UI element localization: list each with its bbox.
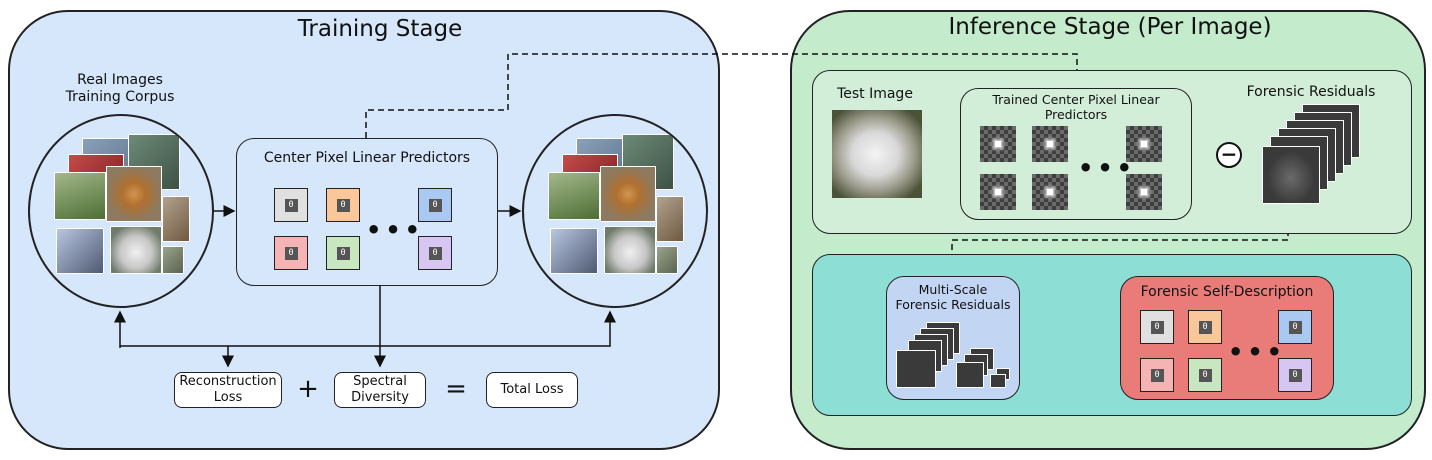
trained-filter-4 <box>980 174 1016 210</box>
reconstruction-loss-box: Reconstruction Loss <box>174 372 282 408</box>
output-photo-heron <box>550 228 598 274</box>
filter-center-pixel: 0 <box>336 246 350 260</box>
output-photo-starfish <box>600 166 656 222</box>
corpus-photo-heron <box>56 228 104 274</box>
ellipsis-dots: ••• <box>366 216 425 244</box>
trained-filter-6 <box>1126 174 1162 210</box>
test-image-label: Test Image <box>837 86 913 102</box>
filter-center-pixel: 0 <box>428 246 442 260</box>
trained-filter-3 <box>1126 126 1162 162</box>
residual-map <box>956 362 984 388</box>
total-loss-box: Total Loss <box>486 372 578 408</box>
output-photo-6 <box>656 246 678 274</box>
filter-center-pixel: 0 <box>1198 368 1212 382</box>
predictors-title: Center Pixel Linear Predictors <box>263 150 471 166</box>
descriptor-filter-green: 0 <box>1188 358 1222 392</box>
predictor-filter-orange: 0 <box>326 188 360 222</box>
inference-stage-title: Inference Stage (Per Image) <box>948 14 1272 40</box>
filter-center-pixel: 0 <box>336 198 350 212</box>
corpus-photo-starfish <box>106 166 162 222</box>
output-photo-dog <box>604 226 656 274</box>
residual-map-front <box>1262 146 1320 204</box>
training-corpus-circle <box>28 114 214 308</box>
residual-map <box>896 350 936 388</box>
filter-center-pixel: 0 <box>1288 368 1302 382</box>
descriptor-filter-pink: 0 <box>1140 358 1174 392</box>
corpus-photo-5 <box>162 196 190 242</box>
predictor-filter-purple: 0 <box>418 236 452 270</box>
filter-center-pixel: 0 <box>428 198 442 212</box>
filter-center-pixel: 0 <box>1288 320 1302 334</box>
filter-center-pixel: 0 <box>1150 320 1164 334</box>
test-image-dog <box>832 110 922 198</box>
ellipsis-dots: ••• <box>1228 338 1287 366</box>
residual-map <box>990 374 1006 388</box>
descriptor-filter-purple: 0 <box>1278 358 1312 392</box>
arrow-feedback-right <box>120 310 616 347</box>
trained-filter-2 <box>1032 126 1068 162</box>
descriptor-filter-orange: 0 <box>1188 310 1222 344</box>
predictor-filter-green: 0 <box>326 236 360 270</box>
filter-center-pixel: 0 <box>284 246 298 260</box>
spectral-diversity-box: Spectral Diversity <box>334 372 426 408</box>
training-stage-title: Training Stage <box>297 16 463 42</box>
multiscale-residual-stacks <box>896 322 1016 392</box>
output-photo-4 <box>548 172 600 220</box>
forensic-residual-stack <box>1262 104 1368 206</box>
filter-center-pixel: 0 <box>1198 320 1212 334</box>
subtract-icon: − <box>1216 142 1242 168</box>
forensic-residuals-label: Forensic Residuals <box>1246 84 1376 100</box>
corpus-photo-4 <box>54 172 106 220</box>
predictor-filter-pink: 0 <box>274 236 308 270</box>
self-description-title: Forensic Self-Description <box>1140 284 1314 300</box>
trained-predictors-title: Trained Center Pixel Linear Predictors <box>992 92 1160 122</box>
reconstructed-images-circle <box>522 114 708 308</box>
dashed-transfer-arrow <box>365 53 1083 138</box>
real-images-label: Real Images Training Corpus <box>65 72 175 105</box>
plus-icon: + <box>297 374 319 404</box>
equals-icon: = <box>445 374 467 404</box>
filter-center-pixel: 0 <box>1150 368 1164 382</box>
predictor-filter-gray: 0 <box>274 188 308 222</box>
trained-filter-5 <box>1032 174 1068 210</box>
corpus-photo-dog <box>110 226 162 274</box>
trained-filter-1 <box>980 126 1016 162</box>
multiscale-label: Multi-Scale Forensic Residuals <box>895 282 1011 312</box>
filter-center-pixel: 0 <box>284 198 298 212</box>
descriptor-filter-blue: 0 <box>1278 310 1312 344</box>
output-photo-5 <box>656 196 684 242</box>
descriptor-filter-gray: 0 <box>1140 310 1174 344</box>
predictor-filter-blue: 0 <box>418 188 452 222</box>
ellipsis-dots: ••• <box>1078 154 1137 182</box>
corpus-photo-6 <box>162 246 184 274</box>
